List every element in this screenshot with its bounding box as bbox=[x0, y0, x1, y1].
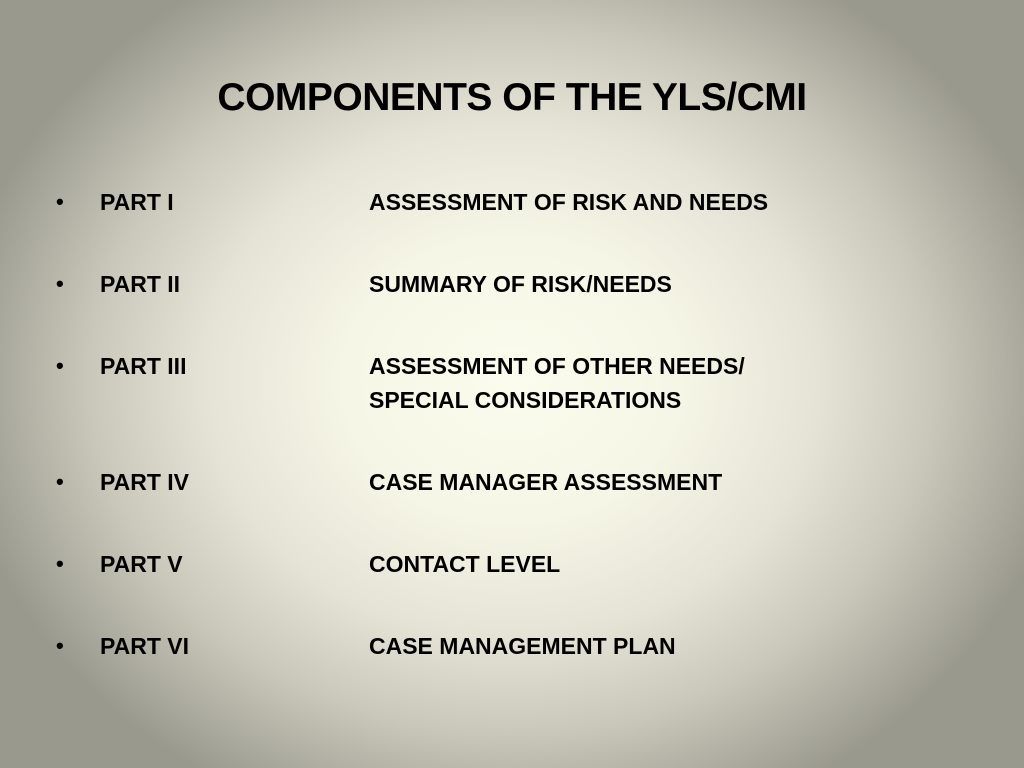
bullet-icon: • bbox=[56, 551, 64, 576]
part-label: PART II bbox=[100, 271, 181, 297]
part-label: PART I bbox=[100, 189, 174, 215]
bullet-icon: • bbox=[56, 633, 64, 658]
part-label: PART IV bbox=[100, 469, 190, 495]
part-label: PART III bbox=[100, 353, 187, 379]
part-description: SUMMARY OF RISK/NEEDS bbox=[369, 271, 672, 297]
part-description: CASE MANAGEMENT PLAN bbox=[369, 633, 676, 659]
part-label: PART V bbox=[100, 551, 183, 577]
bullet-icon: • bbox=[56, 353, 64, 378]
part-description: CASE MANAGER ASSESSMENT bbox=[369, 469, 723, 495]
bullet-icon: • bbox=[56, 469, 64, 494]
part-description: CONTACT LEVEL bbox=[369, 551, 561, 577]
slide-title: COMPONENTS OF THE YLS/CMI bbox=[217, 76, 807, 119]
part-description: ASSESSMENT OF RISK AND NEEDS bbox=[369, 189, 769, 215]
bullet-icon: • bbox=[56, 271, 64, 296]
part-label: PART VI bbox=[100, 633, 190, 659]
part-description: ASSESSMENT OF OTHER NEEDS/ SPECIAL CONSI… bbox=[369, 353, 745, 413]
bullet-icon: • bbox=[56, 189, 64, 214]
